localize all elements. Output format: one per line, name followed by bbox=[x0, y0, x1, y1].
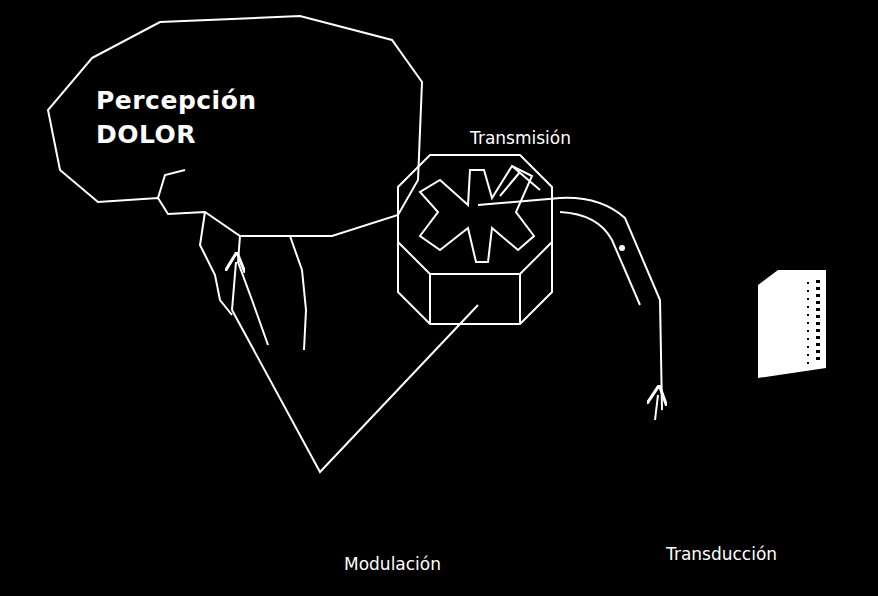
stage-label: Transmisión bbox=[470, 128, 571, 148]
brain-fold bbox=[158, 170, 185, 198]
nerve-dot bbox=[619, 245, 625, 251]
modulation-pathway bbox=[232, 305, 478, 472]
node-text: Percepción DOLOR bbox=[96, 84, 306, 152]
stage-label: Transducción bbox=[666, 544, 777, 564]
ascending-arrow bbox=[232, 262, 236, 310]
afferent-nerve bbox=[478, 198, 662, 410]
afferent-nerve bbox=[560, 212, 640, 305]
spinal-cord-section bbox=[398, 155, 552, 274]
stage-label: Modulación bbox=[344, 554, 441, 574]
brain-outline bbox=[48, 16, 422, 236]
brain-region: Percepción DOLOR bbox=[96, 84, 306, 152]
transduction-arrow bbox=[655, 395, 658, 420]
brain-stem bbox=[200, 212, 232, 315]
tissue-texture bbox=[816, 280, 820, 362]
tissue-block bbox=[758, 270, 826, 378]
leader-line bbox=[500, 172, 520, 196]
tissue-texture bbox=[807, 282, 809, 364]
grey-matter bbox=[420, 166, 534, 262]
cerebellum-outline bbox=[290, 236, 306, 350]
